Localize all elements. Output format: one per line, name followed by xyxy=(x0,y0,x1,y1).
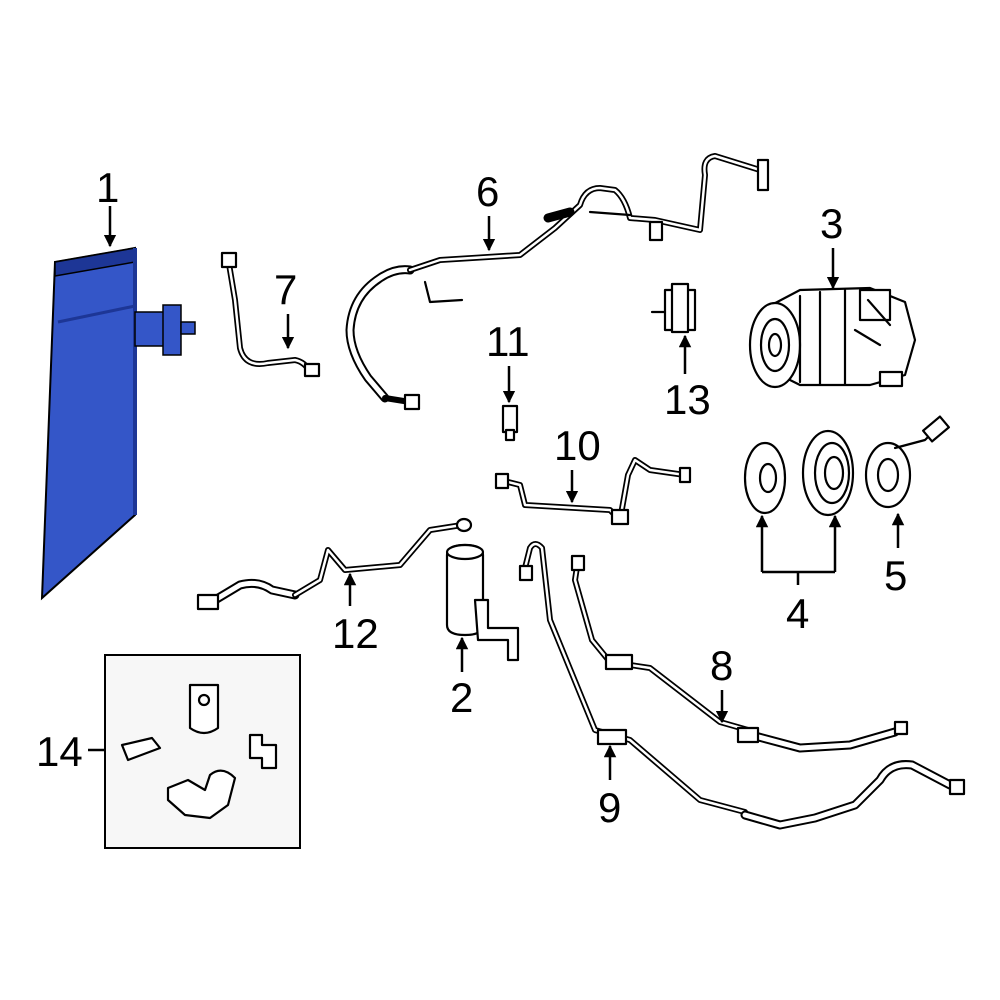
callout-label-5: 5 xyxy=(884,552,907,599)
callout-1: 1 xyxy=(96,164,119,248)
callout-4: 4 xyxy=(755,514,842,637)
callout-label-2: 2 xyxy=(450,674,473,721)
callout-label-7: 7 xyxy=(274,266,297,313)
callout-label-8: 8 xyxy=(710,642,733,689)
callout-12: 12 xyxy=(332,572,379,657)
line-part-10[interactable] xyxy=(494,457,692,526)
callout-label-6: 6 xyxy=(476,168,499,215)
callout-10: 10 xyxy=(554,422,601,504)
callout-3: 3 xyxy=(820,200,843,290)
seal-piece xyxy=(120,736,162,762)
callout-5: 5 xyxy=(884,512,907,599)
callout-label-14: 14 xyxy=(36,728,83,775)
callout-label-12: 12 xyxy=(332,610,379,657)
callout-label-3: 3 xyxy=(820,200,843,247)
valve-part-13[interactable] xyxy=(650,282,697,334)
callout-label-1: 1 xyxy=(96,164,119,211)
callout-7: 7 xyxy=(274,266,297,350)
hose-part-6[interactable] xyxy=(345,153,770,411)
fitting xyxy=(220,251,238,269)
callout-label-4: 4 xyxy=(786,590,809,637)
bracket-4 xyxy=(762,570,835,585)
clutch-part-4[interactable] xyxy=(743,429,855,517)
drier-part-2[interactable] xyxy=(445,543,520,662)
hose-part-7[interactable] xyxy=(220,251,321,378)
callout-2: 2 xyxy=(450,636,473,721)
callout-label-10: 10 xyxy=(554,422,601,469)
callout-13: 13 xyxy=(664,334,711,423)
callout-9: 9 xyxy=(598,744,621,831)
inset-part-14[interactable] xyxy=(104,654,301,849)
line-part-8[interactable] xyxy=(570,554,909,753)
seal-piece xyxy=(248,733,278,770)
callout-11: 11 xyxy=(486,318,530,404)
compressor-part-3[interactable] xyxy=(748,286,917,389)
condenser-part-1[interactable] xyxy=(40,246,196,601)
line-part-12[interactable] xyxy=(196,517,473,611)
coil-part-5[interactable] xyxy=(864,415,951,509)
callout-label-11: 11 xyxy=(486,318,530,365)
callout-8: 8 xyxy=(710,642,733,724)
callout-6: 6 xyxy=(476,168,499,252)
seal-piece xyxy=(166,769,237,820)
callout-14: 14 xyxy=(36,728,104,775)
callout-label-13: 13 xyxy=(664,376,711,423)
line-part-9[interactable] xyxy=(518,541,966,830)
seal-piece xyxy=(188,683,220,735)
callout-label-9: 9 xyxy=(598,784,621,831)
switch-part-11[interactable] xyxy=(501,404,519,442)
fitting xyxy=(303,362,321,378)
